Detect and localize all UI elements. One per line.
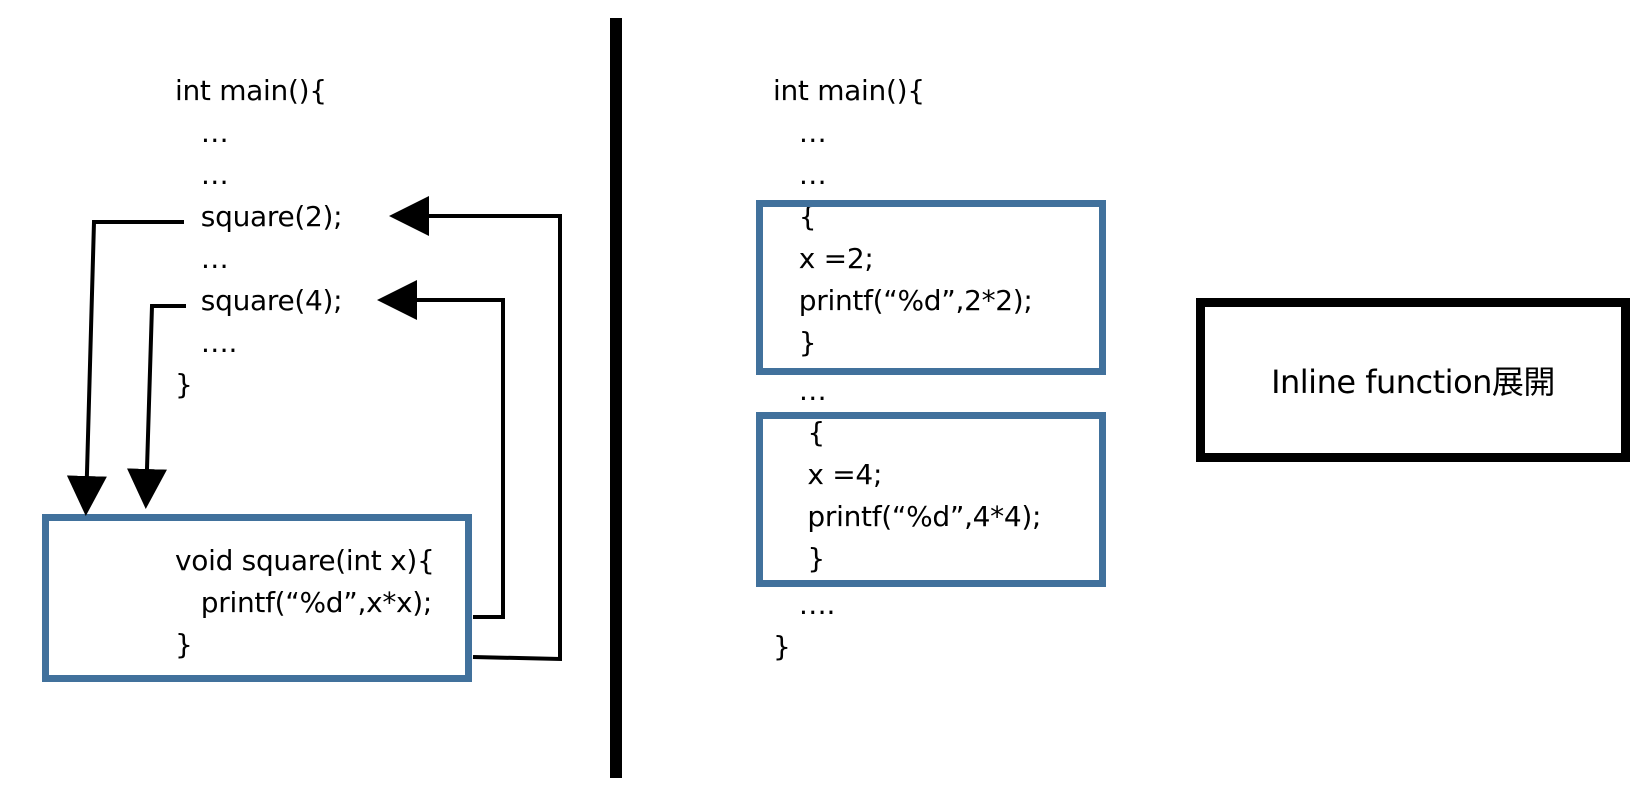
function-definition-box xyxy=(42,514,472,682)
function-line-1: printf(“%d”,x*x); xyxy=(175,586,433,619)
call-arrow-square-2 xyxy=(66,220,184,516)
right-main-line-8: { xyxy=(773,416,825,449)
return-arrow-square-2 xyxy=(389,196,562,662)
left-main-line-3: square(2); xyxy=(175,200,343,233)
left-main-line-4: … xyxy=(175,242,229,275)
right-main-line-6: } xyxy=(773,326,817,359)
left-main-line-6: …. xyxy=(175,326,238,359)
right-main-line-1: … xyxy=(773,116,827,149)
inline-function-caption-box: Inline function展開 xyxy=(1196,298,1630,462)
right-main-line-0: int main(){ xyxy=(773,74,925,107)
right-main-line-12: …. xyxy=(773,588,836,621)
right-main-line-7: … xyxy=(773,374,827,407)
left-main-line-1: … xyxy=(175,116,229,149)
left-main-line-5: square(4); xyxy=(175,284,343,317)
right-main-line-11: } xyxy=(773,542,825,575)
left-main-line-7: } xyxy=(175,368,193,401)
right-main-line-13: } xyxy=(773,630,791,663)
caption-text: Inline function展開 xyxy=(1271,363,1555,401)
left-main-line-2: … xyxy=(175,158,229,191)
function-line-2: } xyxy=(175,628,193,661)
right-main-line-5: printf(“%d”,2*2); xyxy=(773,284,1033,317)
right-main-line-4: x =2; xyxy=(773,242,874,275)
left-main-line-0: int main(){ xyxy=(175,74,327,107)
right-main-line-9: x =4; xyxy=(773,458,883,491)
function-line-0: void square(int x){ xyxy=(175,544,435,577)
right-main-line-2: … xyxy=(773,158,827,191)
inline-expansion-box-2 xyxy=(756,412,1106,587)
right-main-line-10: printf(“%d”,4*4); xyxy=(773,500,1042,533)
call-arrow-square-4 xyxy=(126,304,186,509)
return-arrow-square-4 xyxy=(377,280,505,619)
right-main-line-3: { xyxy=(773,200,817,233)
inline-expansion-box-1 xyxy=(756,200,1106,375)
